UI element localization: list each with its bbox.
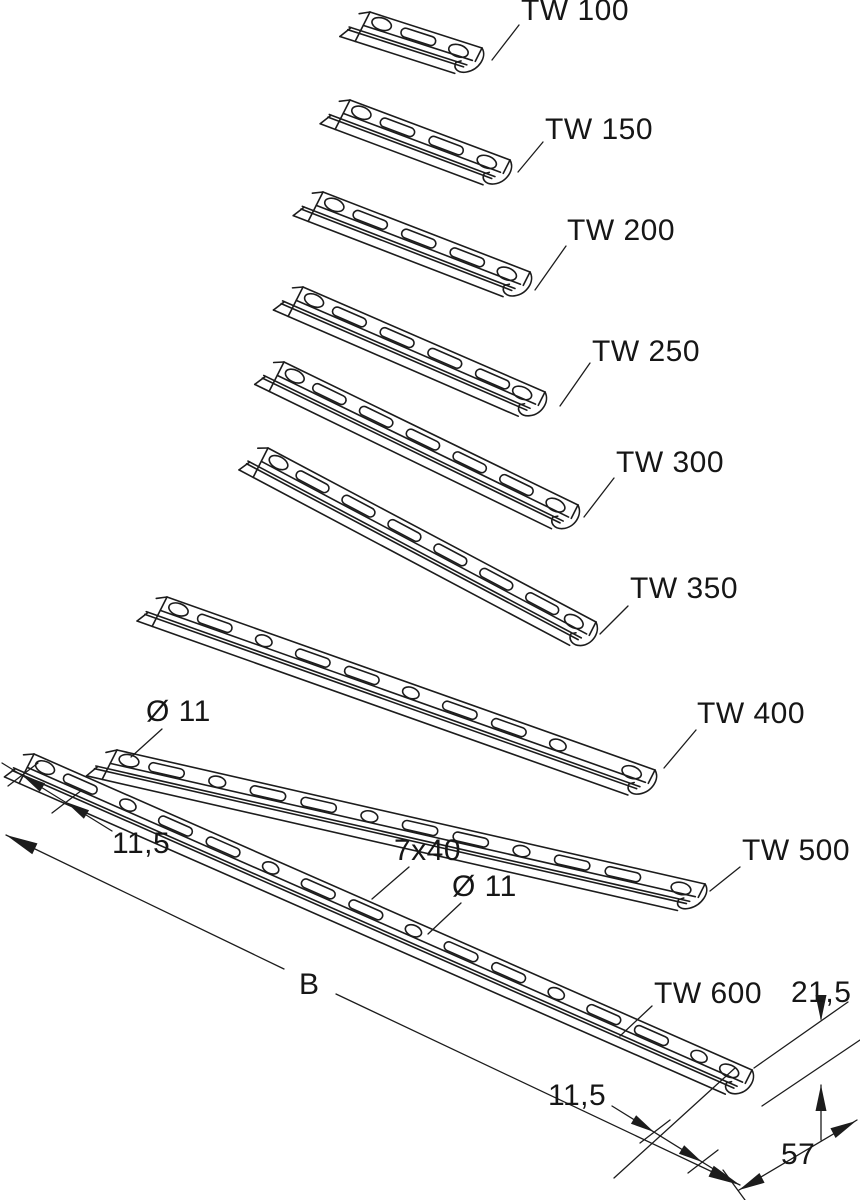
dim-label-hole-diameter-mid: Ø 11 (452, 870, 517, 903)
rail-tw150 (319, 99, 513, 186)
rail-tw350 (238, 447, 599, 647)
product-label-tw500: TW 500 (742, 834, 851, 867)
product-label-tw250: TW 250 (592, 335, 701, 368)
rail-tw600 (3, 753, 755, 1095)
product-label-tw600: TW 600 (654, 977, 763, 1010)
rail-tw500 (85, 749, 708, 912)
product-label-tw300: TW 300 (616, 446, 725, 479)
product-label-tw100: TW 100 (521, 0, 630, 27)
dim-label-end-offset-top: 11,5 (112, 827, 171, 860)
dim-label-slot-size: 7x40 (394, 834, 462, 867)
leader-lines (130, 24, 741, 1037)
product-label-tw400: TW 400 (697, 697, 806, 730)
dim-label-profile-width: 57 (781, 1138, 816, 1171)
rail-tw250 (272, 286, 548, 417)
product-label-tw150: TW 150 (545, 113, 654, 146)
dim-label-end-offset-bottom: 11,5 (548, 1079, 607, 1112)
dim-label-length-b: B (299, 968, 320, 1001)
product-label-tw200: TW 200 (567, 214, 676, 247)
rail-tw300 (253, 361, 581, 530)
dim-label-profile-height: 21,5 (791, 976, 852, 1009)
rail-tw200 (292, 191, 533, 298)
dimension-lines (1, 762, 860, 1200)
rail-tw400 (136, 596, 658, 796)
product-label-tw350: TW 350 (630, 572, 739, 605)
dim-label-hole-diameter-top: Ø 11 (146, 695, 211, 728)
rail-tw100 (339, 11, 485, 75)
